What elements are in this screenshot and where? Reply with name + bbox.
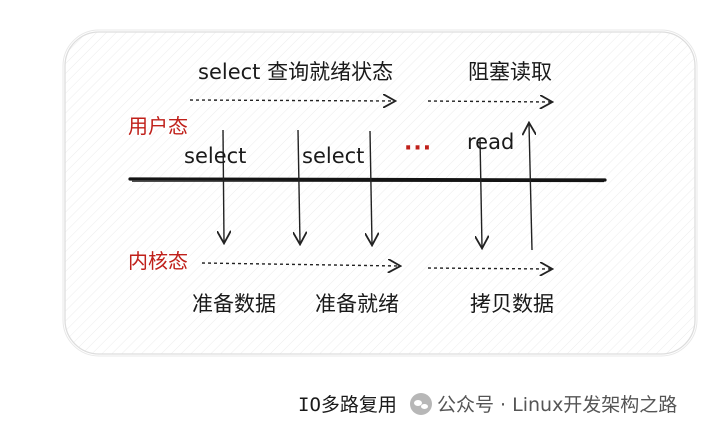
prepare-ready-label: 准备就绪 [315,292,399,316]
user-select-dashed-arrow [189,100,394,101]
kernel-copy-dashed-arrow [427,268,551,269]
select-1-down-arrow [223,129,224,242]
kernel-mode-label: 内核态 [128,249,188,273]
background-panel [64,31,696,355]
watermark: 公众号 · Linux开发架构之路 [410,390,677,417]
block-read-label: 阻塞读取 [468,60,552,84]
user-read-dashed-arrow [427,101,551,102]
user-mode-label: 用户态 [128,114,188,138]
select-3-down-arrow [370,130,372,244]
select-1-label: select [184,144,247,168]
kernel-prepare-dashed-arrow [201,263,399,266]
prepare-data-label: 准备数据 [192,292,276,316]
wechat-official-account-icon [410,392,432,415]
copy-data-label: 拷贝数据 [470,292,554,316]
read-down-arrow [480,137,482,247]
watermark-text: 公众号 · Linux开发架构之路 [437,394,678,416]
select-2-label: select [302,144,365,168]
user-kernel-boundary-line [128,177,607,182]
read-label: read [467,130,515,154]
read-up-arrow [529,124,532,251]
diagram-caption: IO多路复用 [298,394,397,416]
select-2-down-arrow [298,129,300,243]
ellipsis-label: ··· [404,136,433,161]
select-query-label: select 查询就绪状态 [198,60,394,84]
